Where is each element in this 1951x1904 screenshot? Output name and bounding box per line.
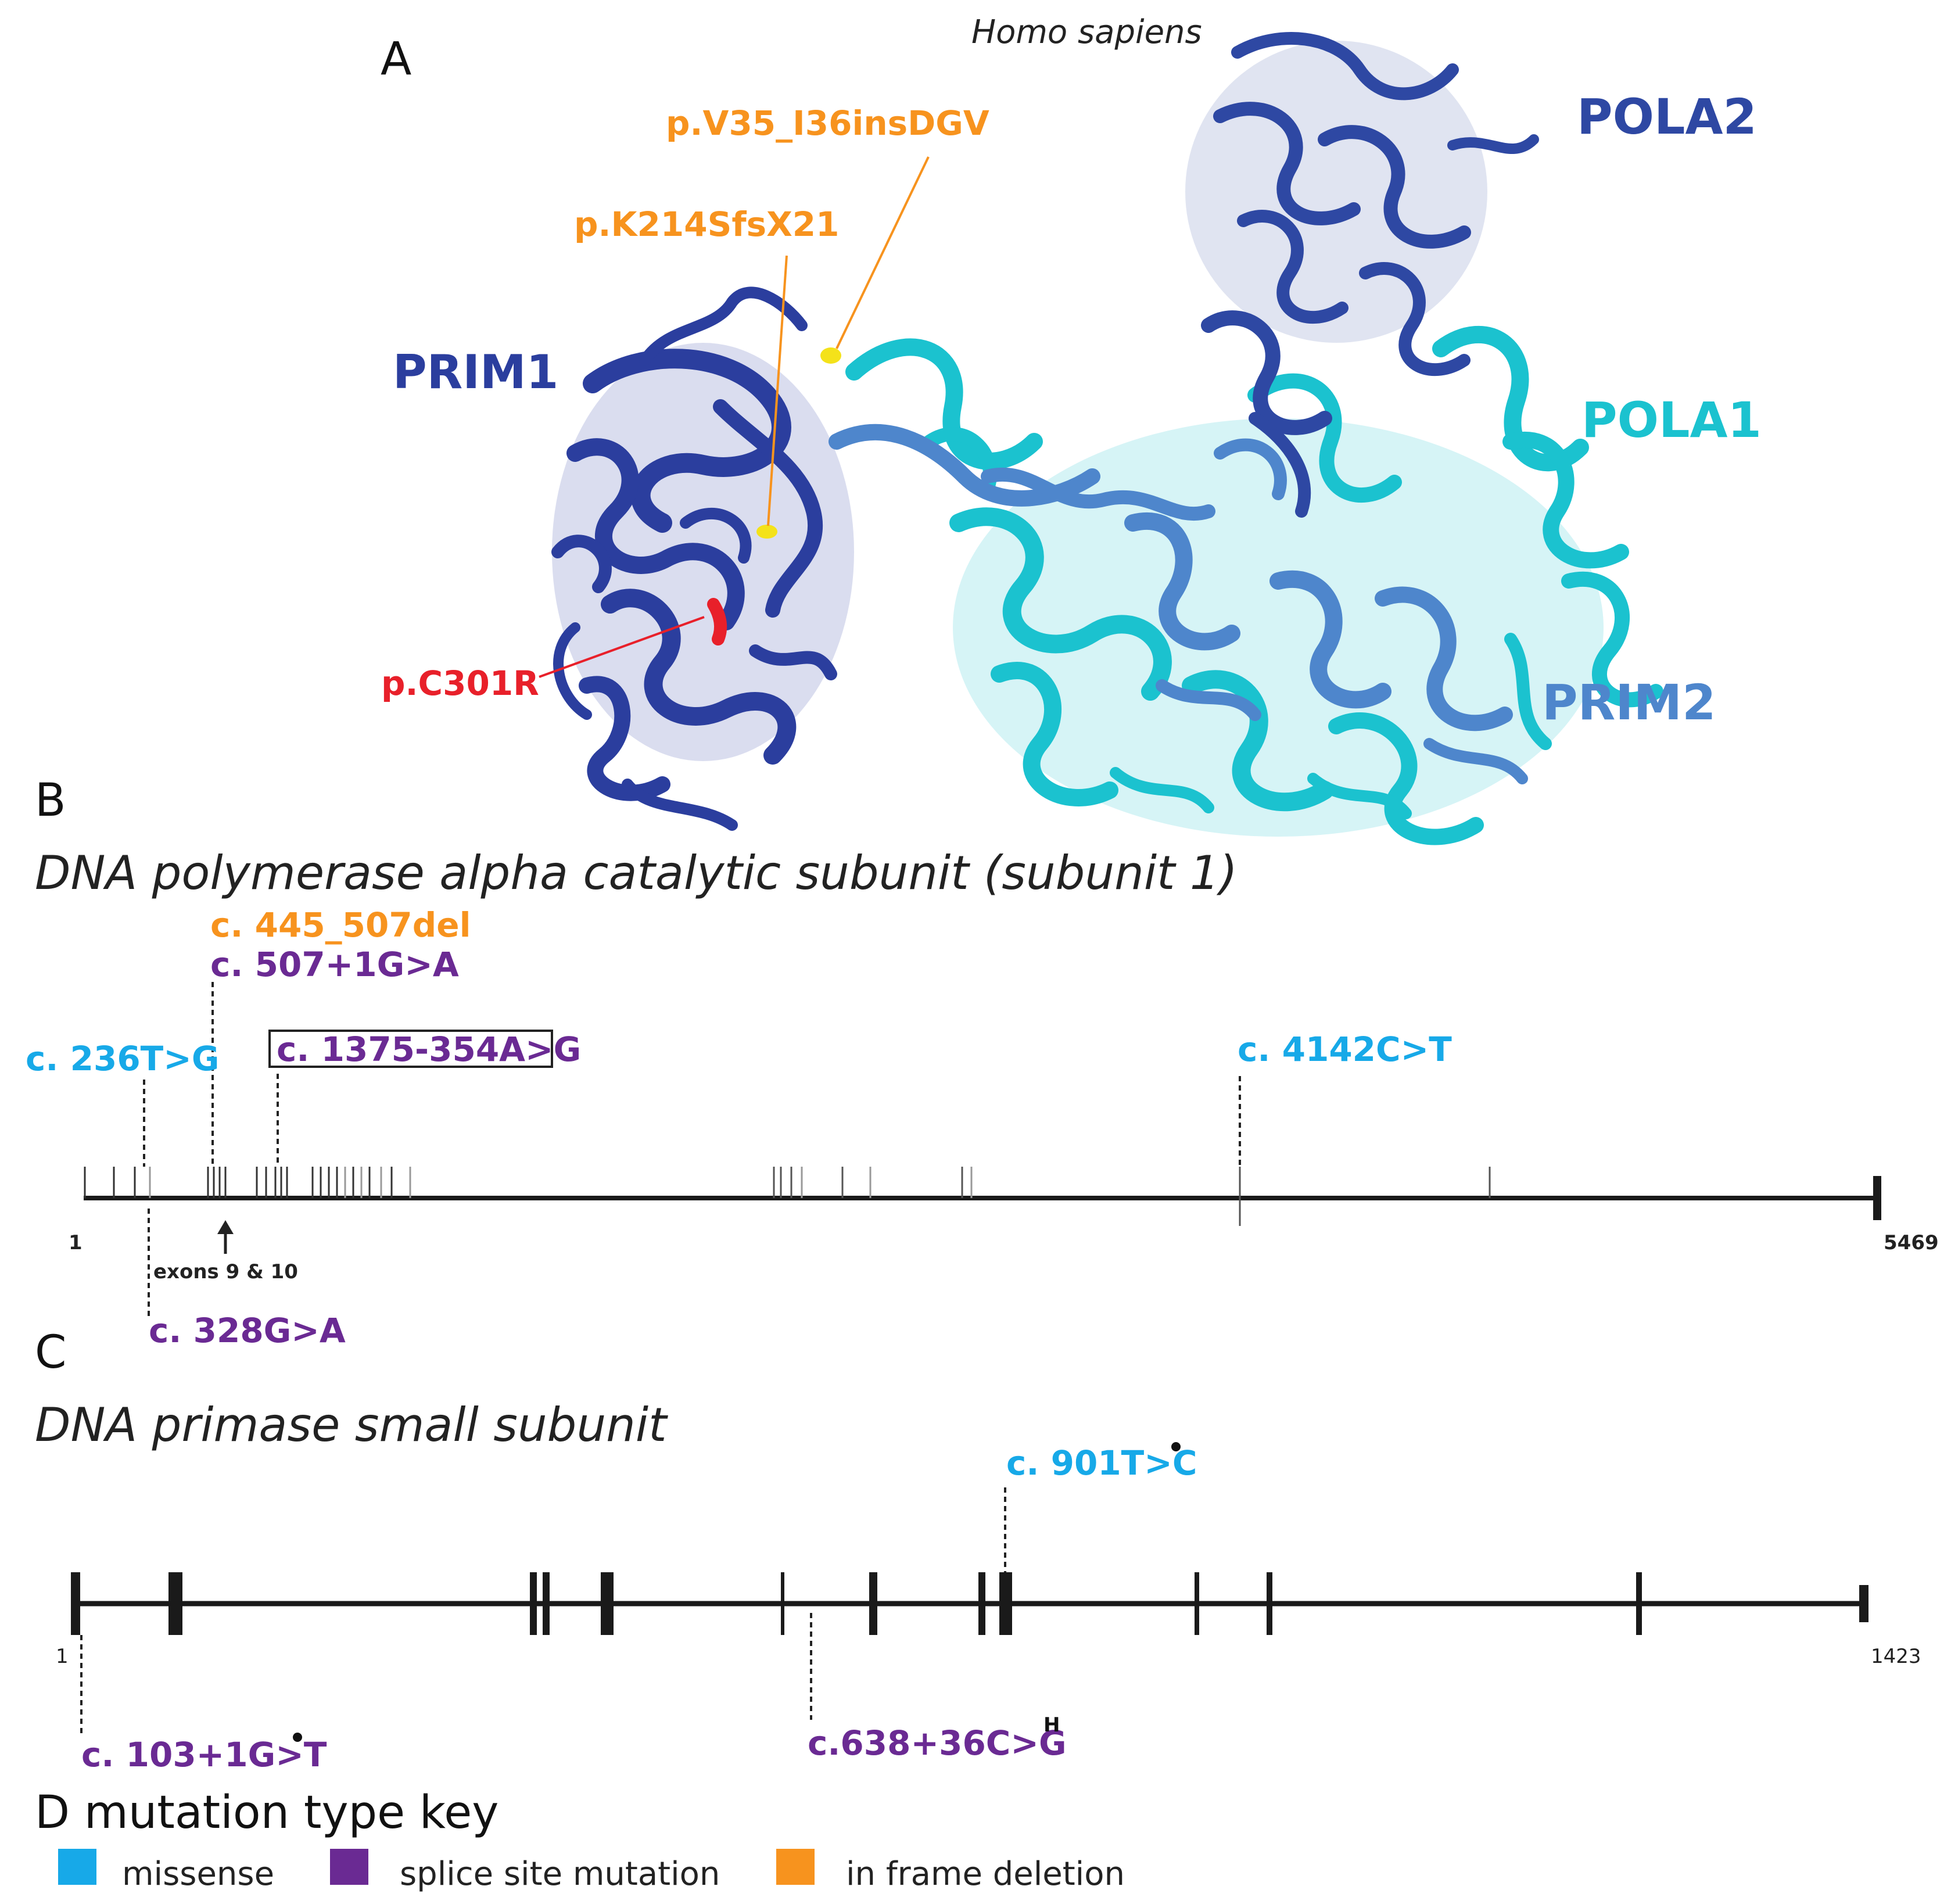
- prim1-start-label: 1: [56, 1645, 69, 1668]
- legend-missense-swatch: [58, 1849, 96, 1885]
- pola1-start-label: 1: [69, 1231, 83, 1254]
- c328-splice-label: c. 328G>A: [149, 1311, 346, 1350]
- prim1-label: PRIM1: [393, 345, 558, 399]
- c103-splice-label: c. 103+1G>T: [81, 1735, 327, 1774]
- fs-site-marker: [756, 525, 777, 539]
- legend-deletion-label: in frame deletion: [846, 1855, 1125, 1893]
- legend-deletion-swatch: [776, 1849, 815, 1885]
- legend-title: D mutation type key: [35, 1787, 498, 1839]
- exon-arrow-head: [217, 1220, 234, 1234]
- c901-missense-label: c. 901T>C: [1006, 1443, 1197, 1483]
- fs-leader-line: [767, 255, 788, 526]
- species-label: Homo sapiens: [971, 13, 1202, 51]
- c301r-leader-line: [539, 616, 705, 678]
- c901-dot: [1171, 1442, 1181, 1451]
- c1375-splice-label: c. 1375-354A>G: [277, 1030, 581, 1069]
- pola2-label: POLA2: [1577, 88, 1757, 145]
- pola1-gene-end-cap: [1873, 1176, 1881, 1220]
- prim1-exon-blocks: [71, 1572, 1642, 1635]
- pola1-label: POLA1: [1581, 392, 1762, 449]
- fs-mutation-label: p.K214SfsX21: [574, 205, 840, 244]
- prim1-end-label: 1423: [1871, 1645, 1921, 1668]
- prim1-domain: [551, 286, 854, 831]
- protein-structure: [539, 32, 1663, 845]
- pola1-exon-ticks: [84, 1167, 1491, 1226]
- prim2-domain: [829, 424, 1528, 784]
- panel-a-letter: A: [381, 33, 411, 85]
- ins-leader-line: [835, 156, 930, 349]
- legend-splice-swatch: [330, 1849, 368, 1885]
- pola1-end-label: 5469: [1884, 1231, 1939, 1254]
- panel-c-title: DNA primase small subunit: [35, 1398, 668, 1452]
- exon-note: exons 9 & 10: [153, 1260, 298, 1283]
- c507-splice-label: c. 507+1G>A: [210, 945, 459, 984]
- c1375-label-box: [268, 1030, 553, 1068]
- panel-b-letter: B: [35, 774, 66, 827]
- ins-site-marker: [820, 347, 841, 364]
- panel-b-title: DNA polymerase alpha catalytic subunit (…: [35, 846, 1238, 900]
- pola1-domain: [845, 325, 1663, 845]
- legend-missense-label: missense: [122, 1855, 274, 1893]
- c236-missense-label: c. 236T>G: [26, 1039, 219, 1078]
- legend-splice-label: splice site mutation: [400, 1855, 720, 1893]
- c301r-site-marker: [707, 598, 727, 646]
- c638-superscript: H: [1043, 1713, 1060, 1737]
- ins-mutation-label: p.V35_I36insDGV: [666, 103, 989, 143]
- c103-dot: [293, 1733, 302, 1742]
- panel-c-letter: C: [35, 1326, 66, 1379]
- c445-del-label: c. 445_507del: [210, 905, 471, 945]
- c638-splice-label: c.638+36C>G: [808, 1723, 1067, 1763]
- c301r-mutation-label: p.C301R: [381, 664, 539, 703]
- pola2-domain: [1185, 32, 1539, 518]
- c4142-missense-label: c. 4142C>T: [1238, 1030, 1452, 1069]
- prim1-gene-end-cap: [1859, 1585, 1868, 1622]
- prim2-label: PRIM2: [1542, 674, 1716, 731]
